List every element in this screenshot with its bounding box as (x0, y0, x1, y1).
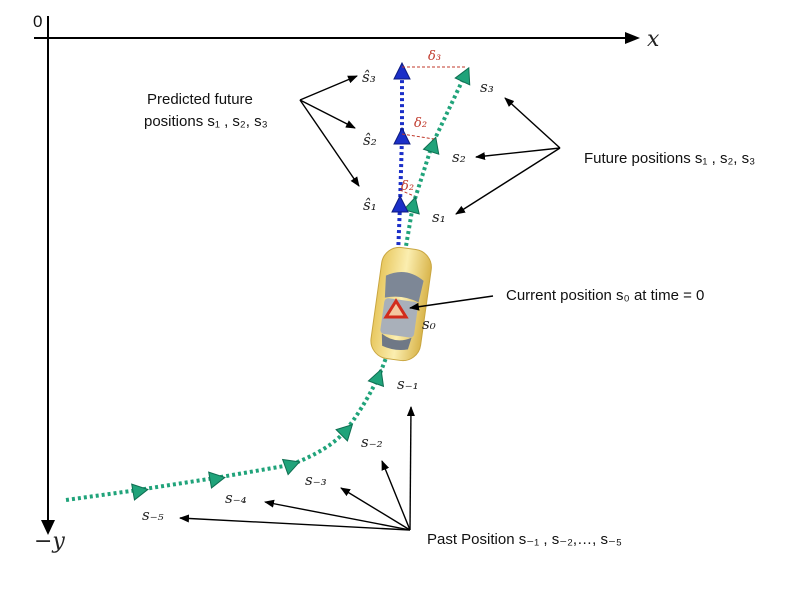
axes: 0 x −y (33, 12, 660, 554)
predicted-label: ŝ₁ (363, 196, 377, 214)
past-annotation: Past Position s₋₁ , s₋₂,…, s₋₅ (427, 531, 622, 548)
x-axis-arrowhead (625, 32, 640, 44)
past-marker (131, 483, 149, 501)
delta-3-label: δ₃ (428, 49, 441, 64)
future-markers (402, 66, 471, 215)
predicted-annotation-line2: positions s₁ , s₂, s₃ (144, 113, 268, 130)
past-arrow (264, 499, 411, 531)
future-marker (422, 136, 440, 155)
past-arrow (340, 487, 411, 531)
current-position-marker (383, 298, 409, 319)
future-arrow (504, 97, 561, 149)
predicted-label: ŝ₂ (363, 131, 377, 149)
current-annotation: Current position s₀ at time = 0 (506, 287, 704, 304)
past-label: s₋₃ (305, 471, 327, 489)
past-label: s₋₁ (397, 375, 419, 393)
predicted-annotation-line1: Predicted future (147, 91, 253, 108)
delta-2-label: δ₂ (414, 116, 427, 131)
predicted-marker (391, 194, 409, 213)
future-arrow (455, 147, 561, 215)
x-axis-label: x (647, 27, 660, 52)
car (370, 246, 432, 362)
future-arrow (475, 147, 561, 161)
y-axis-label: −y (34, 529, 65, 554)
predicted-arrow (299, 99, 360, 187)
predicted-marker (393, 126, 411, 145)
past-label: s₋₂ (361, 433, 383, 451)
past-markers (131, 368, 385, 501)
past-arrow (381, 460, 411, 531)
annotation-arrows (179, 75, 561, 531)
past-marker (208, 471, 226, 489)
future-label: s₁ (432, 208, 446, 226)
predicted-arrow (299, 99, 356, 129)
predicted-label: ŝ₃ (362, 68, 376, 86)
y-axis-arrowhead (41, 520, 55, 535)
past-label: s₋₅ (142, 506, 164, 524)
origin-label: 0 (33, 12, 42, 31)
future-label: s₃ (480, 78, 494, 96)
predicted-markers (391, 61, 411, 213)
past-arrow (406, 406, 415, 531)
past-label: s₋₄ (225, 489, 247, 507)
predicted-arrow (299, 75, 358, 101)
delta-lines (399, 66, 467, 197)
past-arrow (179, 514, 411, 531)
future-label: s₂ (452, 148, 466, 166)
point-labels: s₀ s₋₁ s₋₂ s₋₃ s₋₄ s₋₅ s₁ s₂ s₃ ŝ₁ ŝ₂ ŝ₃ (142, 68, 494, 524)
future-marker (454, 66, 471, 86)
s0-label: s₀ (422, 315, 436, 333)
predicted-marker (393, 61, 411, 80)
delta-1-label: δ₂ (401, 179, 414, 194)
future-annotation: Future positions s₁ , s₂, s₃ (584, 150, 755, 167)
past-marker (367, 368, 385, 388)
past-marker (335, 423, 354, 442)
future-marker (402, 196, 420, 215)
past-trajectory (65, 324, 398, 502)
past-marker (281, 458, 301, 476)
current-arrow (409, 295, 494, 311)
